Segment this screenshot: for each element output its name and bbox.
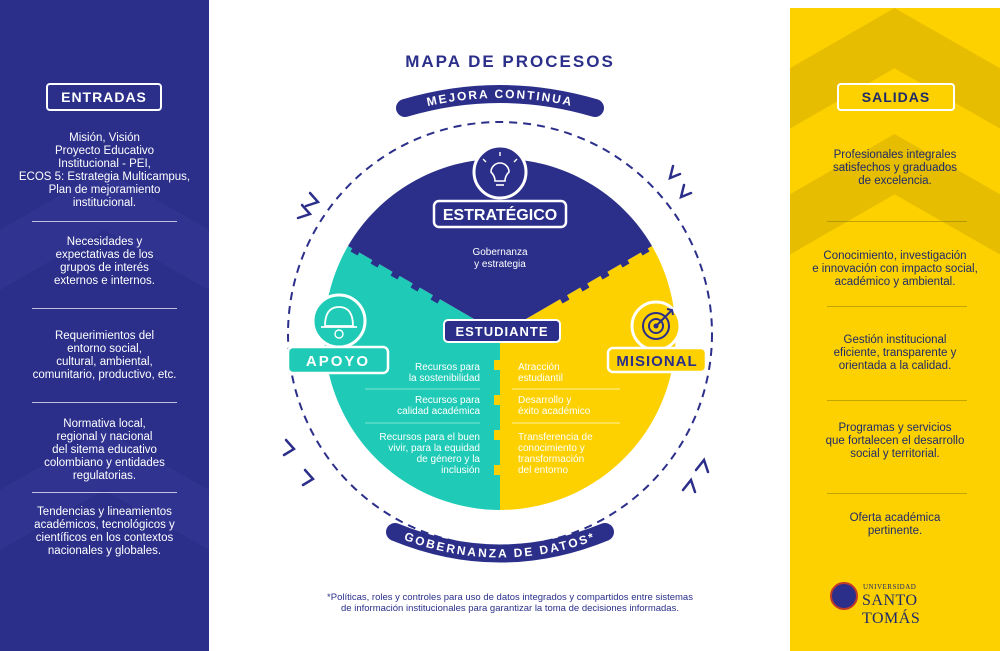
logo-main-text: SANTO TOMÁS (862, 592, 921, 627)
apoyo-items: Recursos para la sostenibilidad Recursos… (365, 362, 480, 476)
estrategico-desc: Gobernanza (472, 247, 527, 258)
misional-item: éxito académico (518, 406, 591, 417)
apoyo-item: inclusión (441, 465, 480, 476)
ring-arrows (282, 164, 710, 494)
misional-item: Transferencia de (518, 432, 593, 443)
salida-item: Profesionales integrales satisfechos y g… (832, 149, 958, 187)
misional-badge (606, 346, 708, 374)
divider (32, 402, 177, 403)
estrategico-sector (348, 158, 652, 334)
divider (32, 308, 177, 309)
apoyo-item: de género y la (417, 454, 481, 465)
outer-dashed-ring (287, 121, 713, 547)
top-arc-band (396, 85, 604, 117)
chevron-decoration (790, 133, 1000, 255)
apoyo-item: Recursos para el buen (379, 432, 480, 443)
lightbulb-icon (472, 144, 528, 200)
target-icon (630, 300, 682, 352)
divider (32, 221, 177, 222)
estudiante-badge (443, 319, 561, 343)
apoyo-label: APOYO (306, 353, 370, 370)
estudiante-label: ESTUDIANTE (455, 324, 548, 339)
salida-item: Programas y servicios que fortalecen el … (825, 422, 965, 460)
misional-item: Desarrollo y (518, 395, 571, 406)
page-title: MAPA DE PROCESOS (405, 52, 615, 71)
bottom-arc-band (386, 523, 614, 563)
apoyo-item: Recursos para (415, 362, 480, 373)
divider (827, 306, 967, 307)
chevron-decoration (0, 430, 209, 550)
salida-item: Conocimiento, investigación e innovación… (812, 250, 978, 288)
misional-item: Atracción (518, 362, 560, 373)
misional-item: transformación (518, 454, 584, 465)
entrada-item: Requerimientos del entorno social, cultu… (32, 330, 177, 381)
apoyo-badge (286, 345, 390, 375)
footnote: *Políticas, roles y controles para uso d… (327, 592, 693, 614)
process-map-diagram: MEJORA CONTINUA GOBERNANZA DE DATOS* EST… (282, 85, 713, 563)
apoyo-item: Recursos para (415, 395, 480, 406)
divider (32, 492, 177, 493)
estrategico-label: ESTRATÉGICO (443, 205, 557, 224)
hardhat-gear-icon (311, 293, 367, 349)
entradas-title: ENTRADAS (46, 83, 162, 111)
divider (827, 400, 967, 401)
seal-icon (830, 582, 858, 610)
misional-item: estudiantil (518, 373, 563, 384)
gear-teeth-vertical (494, 360, 500, 475)
estrategico-badge (432, 199, 568, 229)
misional-sector (500, 246, 676, 510)
gear-teeth (350, 244, 650, 304)
salida-item: Gestión institucional eficiente, transpa… (833, 334, 957, 372)
salida-item: Oferta académica pertinente. (849, 512, 941, 537)
divider (827, 493, 967, 494)
apoyo-item: vivir, para la equidad (388, 443, 480, 454)
estrategico-desc: y estrategia (474, 259, 526, 270)
misional-label: MISIONAL (616, 353, 697, 370)
chevron-decoration (0, 170, 209, 290)
entrada-item: Necesidades y expectativas de los grupos… (53, 236, 155, 287)
entrada-item: Normativa local, regional y nacional del… (44, 418, 165, 482)
misional-item: del entorno (518, 465, 568, 476)
entrada-item: Misión, Visión Proyecto Educativo Instit… (18, 132, 191, 209)
apoyo-item: calidad académica (397, 406, 480, 417)
entradas-panel: ENTRADAS Misión, Visión Proyecto Educati… (0, 0, 209, 651)
apoyo-sector (324, 246, 500, 510)
santo-tomas-logo: UNIVERSIDAD SANTO TOMÁS (830, 582, 970, 627)
misional-item: conocimiento y (518, 443, 585, 454)
entrada-item: Tendencias y lineamientos académicos, te… (34, 506, 175, 557)
misional-items: Atracción estudiantil Desarrollo y éxito… (512, 362, 620, 476)
divider (827, 221, 967, 222)
logo-small-text: UNIVERSIDAD (863, 583, 917, 591)
apoyo-item: la sostenibilidad (409, 373, 480, 384)
salidas-panel: SALIDAS Profesionales integrales satisfe… (790, 8, 1000, 651)
salidas-title: SALIDAS (837, 83, 955, 111)
